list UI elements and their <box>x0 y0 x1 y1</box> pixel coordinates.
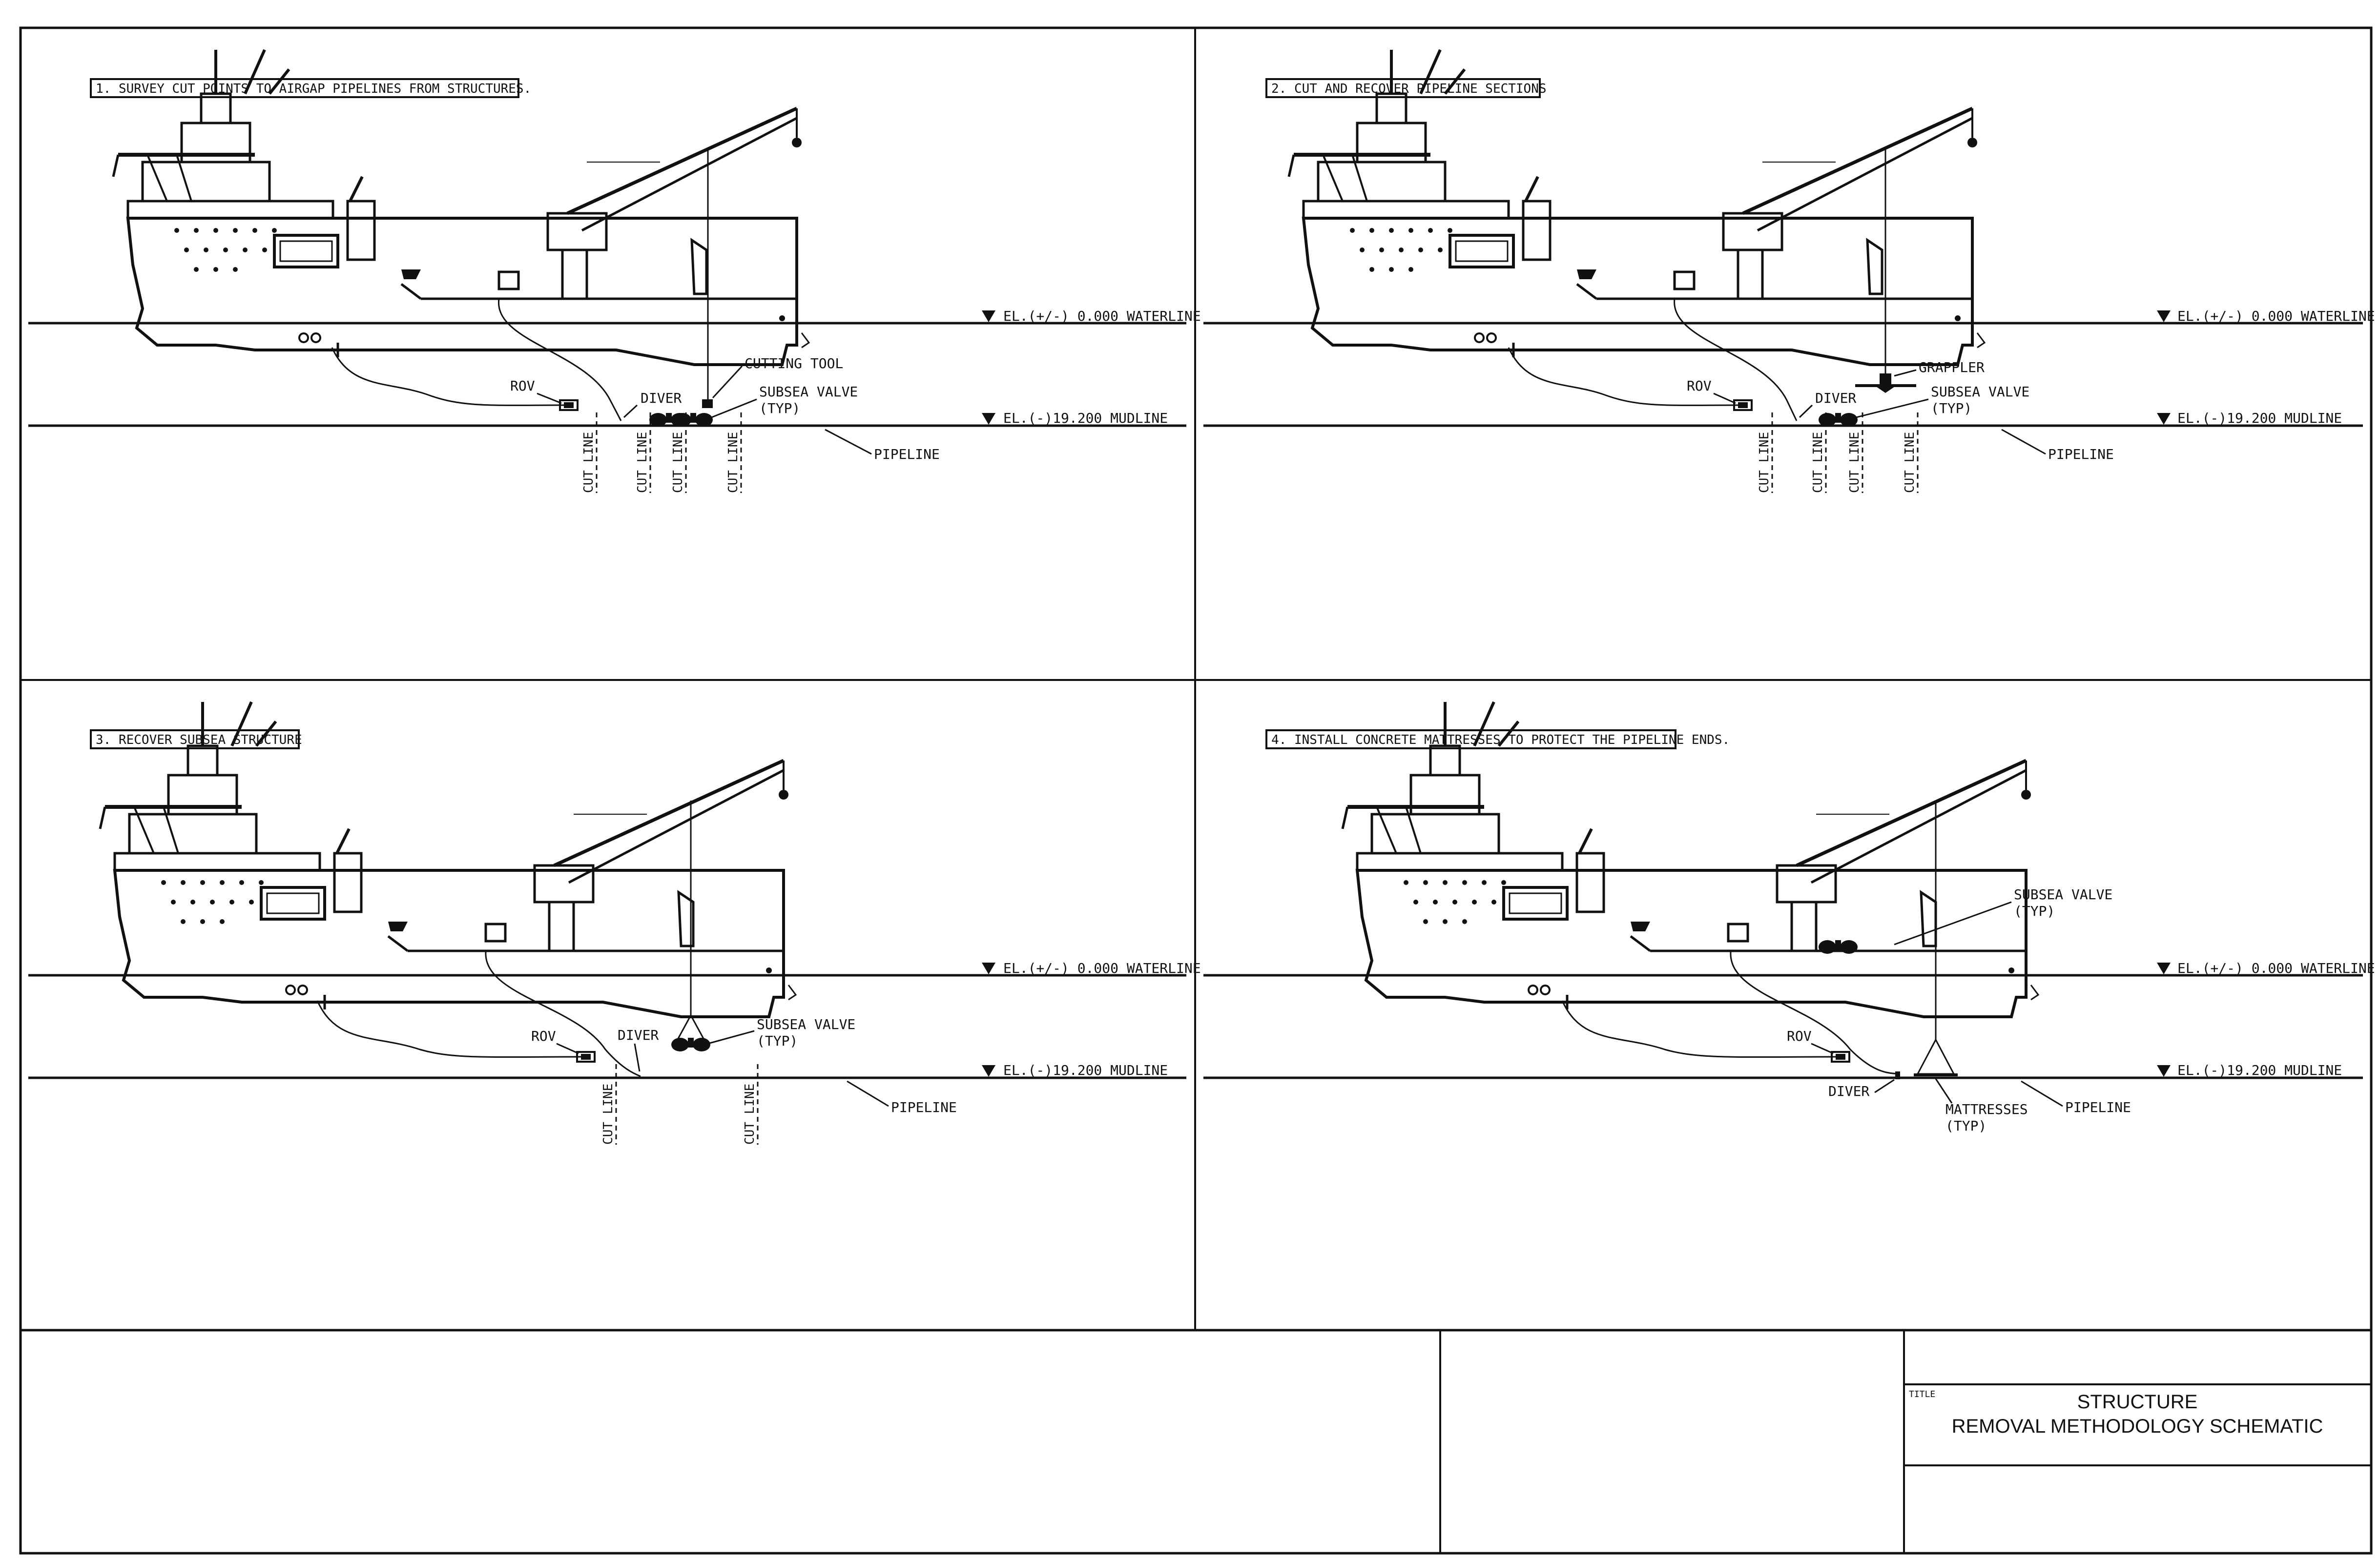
diver-umbilical <box>1730 951 1899 1075</box>
diver-label: DIVER <box>1828 1083 1869 1099</box>
drawing-title-line-1: STRUCTURE <box>2077 1391 2198 1413</box>
waterline-label: EL.(+/-) 0.000 WATERLINE <box>2177 960 2375 976</box>
panel-note: 1. SURVEY CUT POINTS TO AIRGAP PIPELINES… <box>96 82 531 96</box>
panel-4: 4. INSTALL CONCRETE MATTRESSES TO PROTEC… <box>1203 702 2375 1134</box>
panel-note: 2. CUT AND RECOVER PIPELINE SECTIONS <box>1271 82 1547 96</box>
cut-line-label: CUT LINE <box>743 1084 757 1145</box>
title-field-label: TITLE <box>1909 1389 1935 1399</box>
rov-umbilical <box>1561 1000 1836 1058</box>
title-block: TITLE STRUCTURE REMOVAL METHODOLOGY SCHE… <box>1439 1330 2371 1553</box>
rov-umbilical <box>1508 347 1738 406</box>
cut-line-label: CUT LINE <box>1811 432 1825 493</box>
valve-label: SUBSEA VALVE <box>2014 886 2112 903</box>
drawing-title-line-2: REMOVAL METHODOLOGY SCHEMATIC <box>1952 1416 2323 1437</box>
rov-umbilical <box>316 1000 581 1058</box>
pipeline-label: PIPELINE <box>2065 1099 2131 1115</box>
waterline-label: EL.(+/-) 0.000 WATERLINE <box>2177 308 2375 324</box>
cut-line-label: CUT LINE <box>601 1084 616 1145</box>
valve-label: SUBSEA VALVE <box>757 1016 855 1032</box>
valve-label: SUBSEA VALVE <box>759 384 858 400</box>
diver-label: DIVER <box>1815 390 1856 406</box>
cut-line-label: CUT LINE <box>635 432 650 493</box>
pipeline-label: PIPELINE <box>891 1099 957 1115</box>
cut-line-label: CUT LINE <box>581 432 596 493</box>
cut-line-label: CUT LINE <box>1847 432 1862 493</box>
waterline-label: EL.(+/-) 0.000 WATERLINE <box>1003 960 1201 976</box>
rov-label: ROV <box>1787 1028 1812 1044</box>
cut-line-label: CUT LINE <box>726 432 741 493</box>
mudline-label: EL.(-)19.200 MUDLINE <box>2177 410 2342 426</box>
waterline-label: EL.(+/-) 0.000 WATERLINE <box>1003 308 1201 324</box>
cutting-tool <box>702 399 713 408</box>
cut-line-label: CUT LINE <box>1903 432 1917 493</box>
panel-note-box <box>90 78 519 98</box>
diver-umbilical <box>1674 298 1798 421</box>
mattresses-label: MATTRESSES <box>1945 1101 2028 1117</box>
valve-typ-label: (TYP) <box>757 1033 798 1049</box>
mudline-label: EL.(-)19.200 MUDLINE <box>1003 1062 1168 1078</box>
valve-typ-label: (TYP) <box>759 400 800 416</box>
rov-umbilical <box>331 347 567 406</box>
cut-lines: CUT LINE CUT LINE <box>601 1064 759 1145</box>
cut-lines: CUT LINE CUT LINE CUT LINE CUT LINE <box>1757 412 1919 493</box>
cut-line-label: CUT LINE <box>1757 432 1772 493</box>
mudline-label: EL.(-)19.200 MUDLINE <box>1003 410 1168 426</box>
panel-2: 2. CUT AND RECOVER PIPELINE SECTIONS EL.… <box>1203 50 2375 493</box>
diver-label: DIVER <box>618 1027 659 1043</box>
panel-note-box <box>1265 78 1541 98</box>
diver-label: DIVER <box>641 390 682 406</box>
pipeline-label: PIPELINE <box>2048 446 2114 462</box>
diver-symbol <box>1895 1071 1900 1079</box>
recovered-structure <box>671 1015 710 1051</box>
cut-lines: CUT LINE CUT LINE CUT LINE CUT LINE <box>581 412 742 493</box>
mattresses-typ-label: (TYP) <box>1945 1118 1987 1134</box>
rov-label: ROV <box>531 1028 556 1044</box>
panel-3: 3. RECOVER SUBSEA STRUCTURE EL.(+/-) 0.0… <box>28 702 1201 1145</box>
panel-note-box <box>1265 729 1676 749</box>
diver-umbilical <box>485 951 641 1077</box>
valve-label: SUBSEA VALVE <box>1931 384 2029 400</box>
mattress-rigging <box>1916 1038 1955 1075</box>
grappler <box>1855 373 1916 393</box>
tool-label: CUTTING TOOL <box>745 355 843 371</box>
panel-note-box <box>90 729 300 749</box>
cut-line-label: CUT LINE <box>671 432 685 493</box>
valve-typ-label: (TYP) <box>1931 400 1972 416</box>
tool-label: GRAPPLER <box>1919 359 1985 375</box>
diver-umbilical <box>498 298 622 421</box>
pipeline-label: PIPELINE <box>874 446 940 462</box>
rov-label: ROV <box>1687 378 1712 394</box>
panel-1: 1. SURVEY CUT POINTS TO AIRGAP PIPELINES… <box>28 50 1201 493</box>
mudline-label: EL.(-)19.200 MUDLINE <box>2177 1062 2342 1078</box>
rov-label: ROV <box>510 378 535 394</box>
valve-typ-label: (TYP) <box>2014 903 2055 919</box>
